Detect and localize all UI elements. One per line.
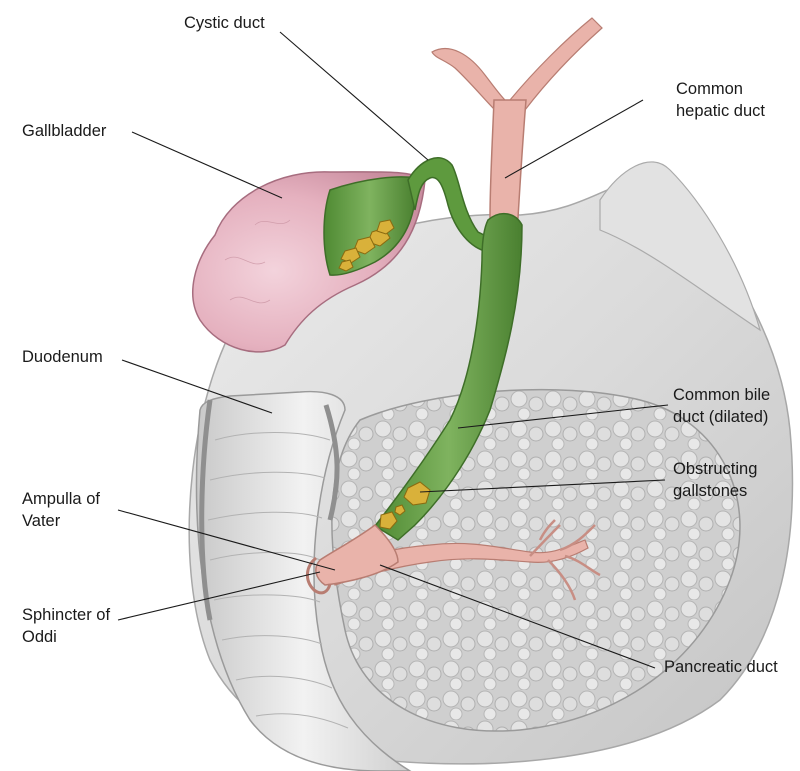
leader-lines — [117, 31, 669, 669]
label-common-hepatic-duct-line2: hepatic duct — [676, 102, 765, 120]
label-cystic-duct: Cystic duct — [184, 14, 265, 32]
common-hepatic-duct — [489, 99, 527, 219]
ampulla-of-vater — [315, 524, 399, 586]
common-bile-duct — [373, 213, 523, 541]
label-obstructing-gallstones-line1: Obstructing — [673, 460, 758, 478]
label-gallbladder: Gallbladder — [22, 122, 107, 140]
gallbladder-stones — [338, 219, 395, 272]
label-common-hepatic-duct-line1: Common — [676, 80, 743, 98]
label-ampulla-of-vater-line2: Vater — [22, 512, 61, 530]
sphincter-of-oddi — [306, 556, 332, 595]
label-obstructing-gallstones-line2: gallstones — [673, 482, 748, 500]
label-sphincter-of-oddi-line1: Sphincter of — [22, 606, 111, 624]
label-duodenum: Duodenum — [22, 348, 103, 366]
obstructing-gallstones — [379, 481, 431, 530]
label-pancreatic-duct: Pancreatic duct — [664, 658, 778, 676]
liver-lobe — [599, 161, 762, 332]
cystic-duct — [407, 157, 496, 253]
label-common-bile-duct-line1: Common bile — [673, 386, 771, 404]
label-sphincter-of-oddi-line2: Oddi — [22, 628, 57, 646]
label-ampulla-of-vater-line1: Ampulla of — [22, 490, 100, 508]
duodenum — [195, 390, 412, 771]
label-common-bile-duct-line2: duct (dilated) — [673, 408, 769, 426]
pancreatic-duct-branches — [529, 519, 601, 601]
right-hepatic-duct — [509, 17, 603, 111]
